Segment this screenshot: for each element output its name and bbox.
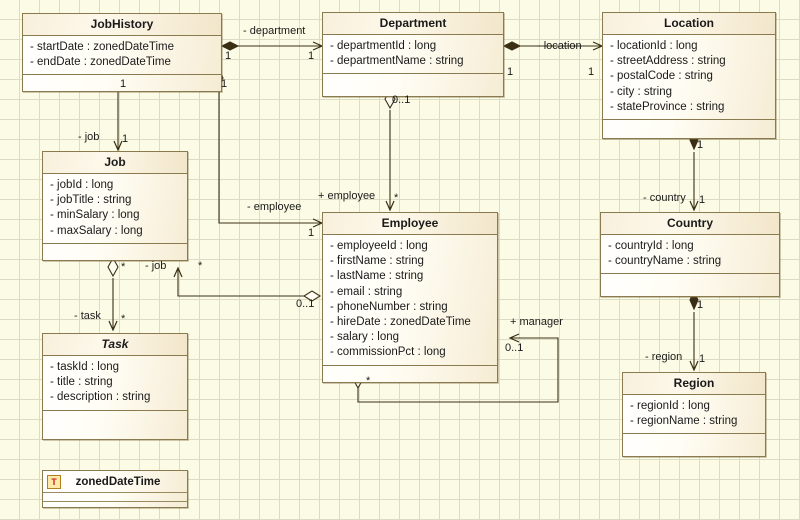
assoc-label-location: - location (537, 40, 582, 52)
datatype-operations (43, 502, 187, 507)
class-job-attributes: - jobId : long - jobTitle : string - min… (43, 174, 187, 244)
class-location[interactable]: Location - locationId : long - streetAdd… (602, 12, 776, 140)
assoc-mult-job-emp-source: 0..1 (296, 298, 315, 310)
assoc-mult-location-source: 1 (507, 66, 514, 78)
class-region-attributes: - regionId : long - regionName : string (623, 395, 765, 435)
class-department-operations (323, 74, 503, 96)
class-location-title: Location (603, 13, 775, 35)
attribute: - salary : long (330, 331, 400, 344)
assoc-label-job-jobhistory: - job (78, 131, 100, 143)
attribute: - countryName : string (608, 255, 722, 268)
class-country-title: Country (601, 213, 779, 235)
assoc-mult-emp-dept-source: 0..1 (392, 94, 411, 106)
attribute: - city : string (610, 85, 672, 98)
attribute: - title : string (50, 376, 113, 389)
assoc-mult-emp-dept-target: * (394, 192, 399, 204)
attribute: - employeeId : long (330, 240, 428, 252)
assoc-mult-task-source: * (121, 261, 126, 273)
attribute: - postalCode : string (610, 70, 713, 83)
class-task-title: Task (43, 334, 187, 356)
assoc-mult-job-target: 1 (122, 133, 129, 145)
assoc-label-job-employee: - job (145, 260, 167, 272)
attribute: - maxSalary : long (50, 224, 143, 237)
assoc-mult-task-target: * (121, 313, 126, 325)
class-employee-title: Employee (323, 213, 497, 235)
class-department[interactable]: Department - departmentId : long - depar… (322, 12, 504, 98)
assoc-mult-department-target: 1 (308, 50, 315, 62)
assoc-mult-job-source: 1 (120, 78, 127, 90)
datatype-header: T zonedDateTime (43, 471, 187, 493)
assoc-mult-department-source: 1 (225, 50, 232, 62)
class-country-operations (601, 274, 779, 296)
assoc-mult-manager-source: * (366, 375, 371, 387)
class-job-operations (43, 244, 187, 260)
class-employee-attributes: - employeeId : long - firstName : string… (323, 235, 497, 366)
class-location-operations (603, 120, 775, 138)
attribute: - firstName : string (330, 255, 424, 268)
class-job-title: Job (43, 152, 187, 174)
assoc-mult-country-source: 1 (697, 139, 704, 151)
class-employee[interactable]: Employee - employeeId : long - firstName… (322, 212, 498, 383)
attribute: - departmentId : long (330, 40, 437, 52)
class-task-attributes: - taskId : long - title : string - descr… (43, 356, 187, 411)
class-task[interactable]: Task - taskId : long - title : string - … (42, 333, 188, 440)
assoc-label-region: - region (645, 351, 683, 363)
class-region-operations (623, 434, 765, 456)
assoc-mult-region-target: 1 (699, 353, 706, 365)
attribute: - streetAddress : string (610, 55, 726, 68)
attribute: - lastName : string (330, 270, 424, 283)
class-country-attributes: - countryId : long - countryName : strin… (601, 235, 779, 275)
assoc-mult-employee-target: 1 (308, 227, 315, 239)
assoc-mult-manager-target: 0..1 (505, 342, 524, 354)
assoc-mult-country-target: 1 (699, 194, 706, 206)
class-region[interactable]: Region - regionId : long - regionName : … (622, 372, 766, 458)
attribute: - regionName : string (630, 415, 738, 428)
assoc-label-department: - department (243, 25, 306, 37)
class-jobhistory[interactable]: JobHistory - startDate : zonedDateTime -… (22, 13, 222, 93)
attribute: - commissionPct : long (330, 346, 446, 359)
class-jobhistory-title: JobHistory (23, 14, 221, 36)
datatype-zoneddatetime[interactable]: T zonedDateTime (42, 470, 188, 508)
assoc-label-task: - task (74, 310, 101, 322)
attribute: - taskId : long (50, 361, 120, 373)
assoc-label-employee-jobhistory: - employee (247, 201, 302, 213)
attribute: - description : string (50, 391, 151, 404)
attribute: - startDate : zonedDateTime (30, 41, 175, 53)
attribute: - minSalary : long (50, 209, 140, 222)
attribute: - countryId : long (608, 240, 694, 252)
datatype-name: zonedDateTime (75, 475, 161, 488)
attribute: - jobId : long (50, 179, 114, 191)
class-location-attributes: - locationId : long - streetAddress : st… (603, 35, 775, 121)
attribute: - endDate : zonedDateTime (30, 56, 171, 69)
assoc-label-employee-department: + employee (318, 190, 376, 202)
assoc-mult-employee-source: 1 (221, 78, 228, 90)
attribute: - hireDate : zonedDateTime (330, 316, 471, 329)
datatype-attributes (43, 493, 187, 502)
class-task-operations (43, 411, 187, 439)
assoc-label-manager: + manager (510, 316, 563, 328)
attribute: - jobTitle : string (50, 194, 132, 207)
assoc-label-country: - country (643, 192, 686, 204)
type-icon: T (47, 474, 61, 489)
class-department-title: Department (323, 13, 503, 35)
assoc-mult-location-target: 1 (588, 66, 595, 78)
class-country[interactable]: Country - countryId : long - countryName… (600, 212, 780, 298)
assoc-mult-region-source: 1 (697, 299, 704, 311)
class-employee-operations (323, 366, 497, 382)
attribute: - phoneNumber : string (330, 300, 448, 313)
class-department-attributes: - departmentId : long - departmentName :… (323, 35, 503, 75)
attribute: - locationId : long (610, 40, 698, 52)
assoc-mult-job-emp-target: * (198, 260, 203, 272)
class-region-title: Region (623, 373, 765, 395)
attribute: - regionId : long (630, 400, 710, 412)
attribute: - email : string (330, 285, 403, 298)
class-job[interactable]: Job - jobId : long - jobTitle : string -… (42, 151, 188, 261)
attribute: - departmentName : string (330, 55, 464, 68)
class-jobhistory-attributes: - startDate : zonedDateTime - endDate : … (23, 36, 221, 76)
attribute: - stateProvince : string (610, 100, 725, 113)
